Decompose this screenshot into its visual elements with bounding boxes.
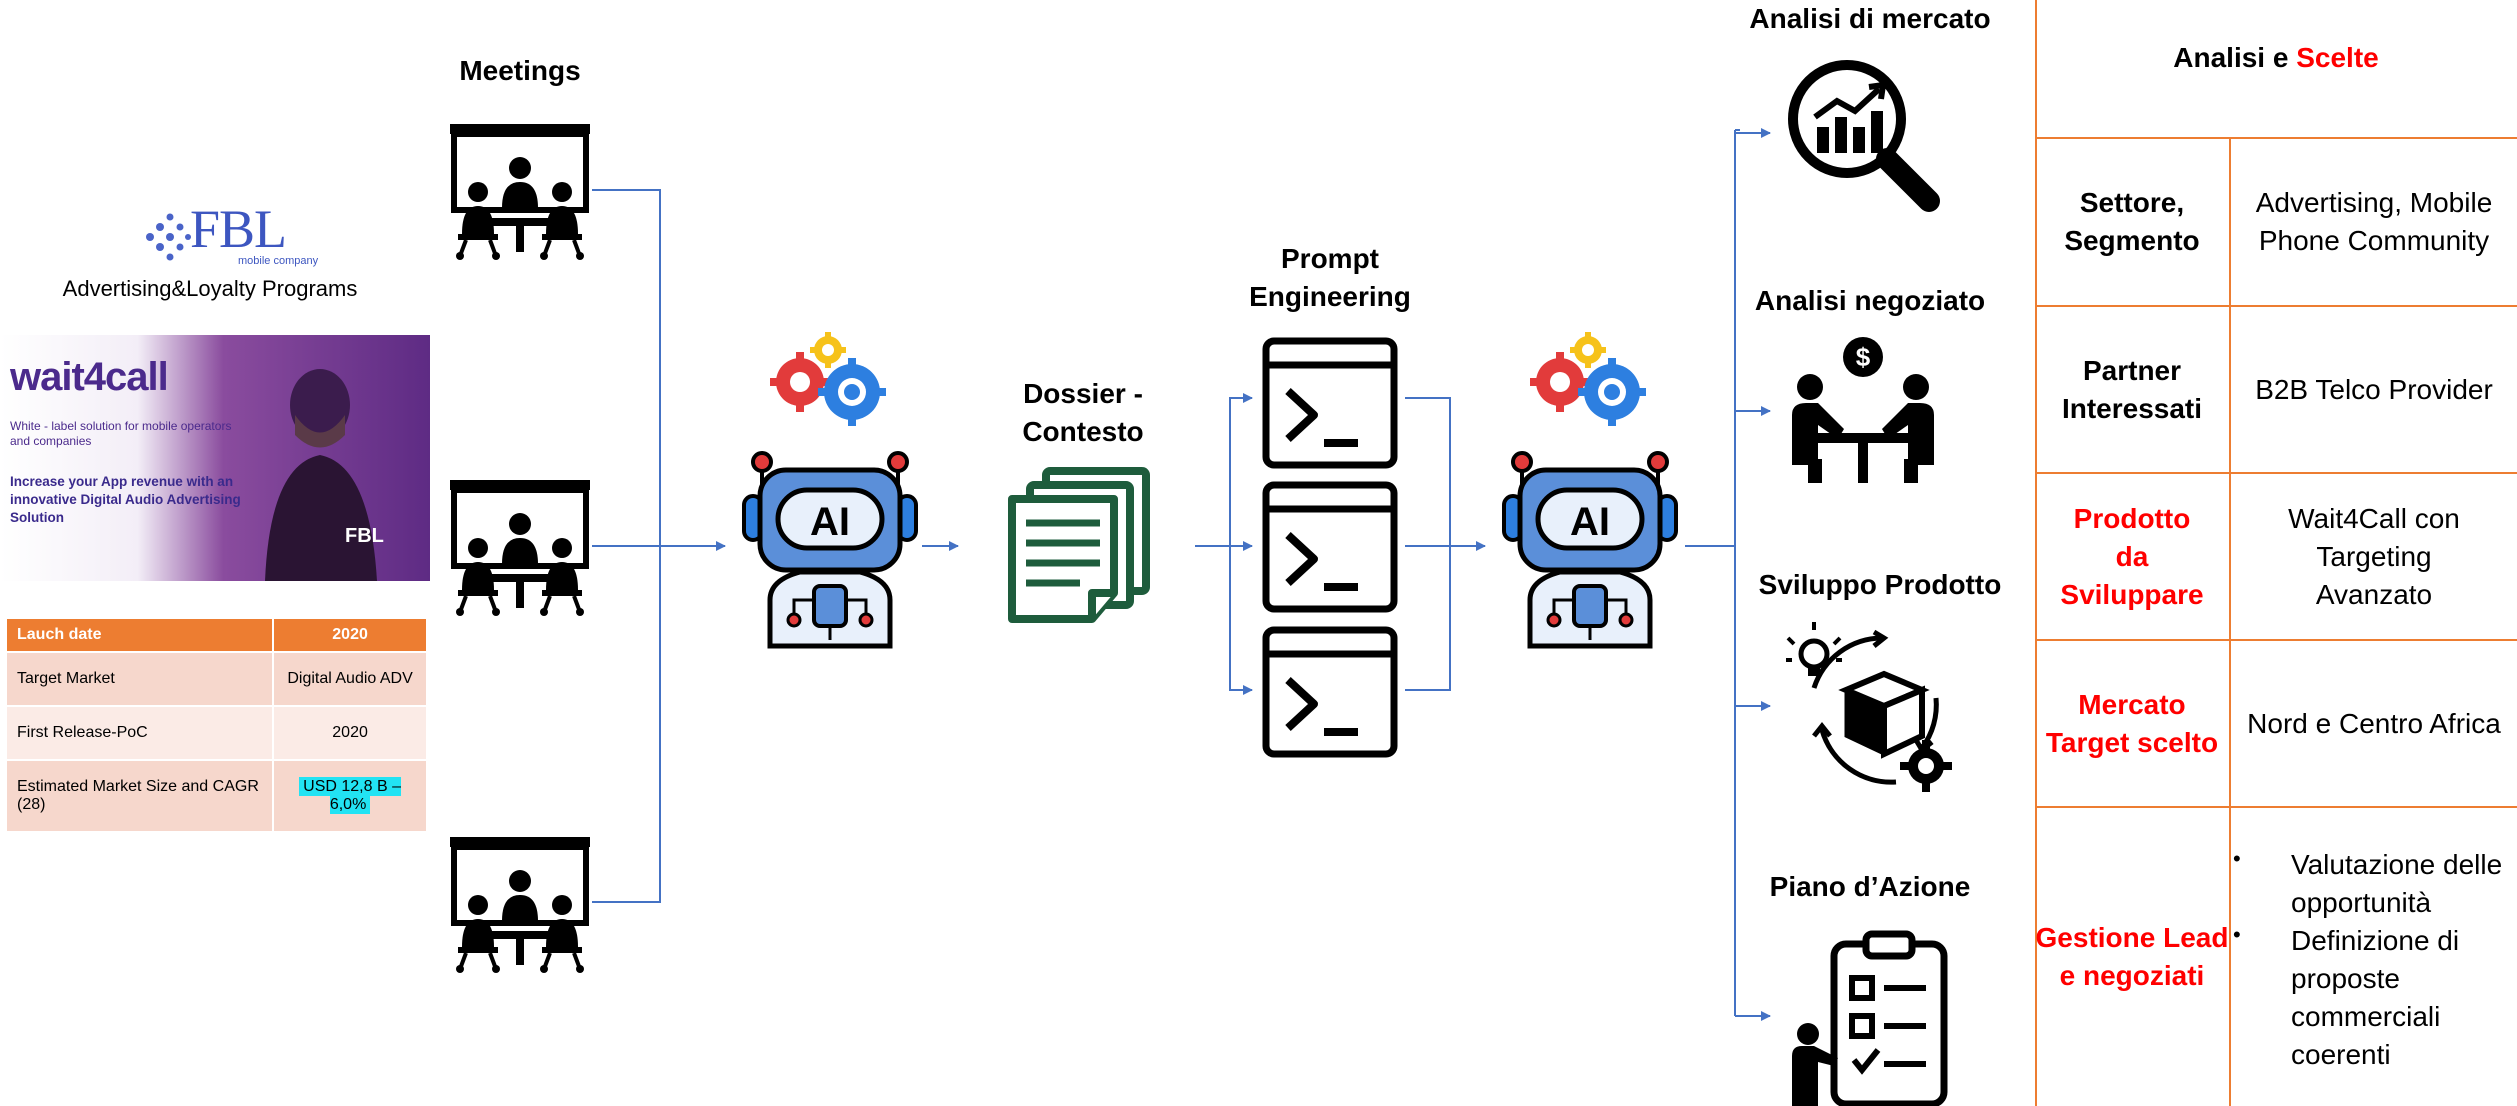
table-cell: 2020 [272,705,428,761]
title-part1: Analisi e [2173,42,2297,73]
table-header-cell: Lauch date [4,617,275,653]
analysis-table-title: Analisi e Scelte [2035,30,2517,86]
row-label-settore: Settore, Segmento [2064,187,2200,256]
banner-fbl-logo: FBL [345,525,384,547]
terminal-icon [1262,626,1398,758]
documents-icon [1008,467,1150,623]
ai-text: AI [1570,500,1610,544]
bullet-list: Valutazione delle opportunità Definizion… [2231,840,2517,1074]
negotiation-icon: $ [1792,337,1934,483]
row-value-settore: Advertising, Mobile Phone Community [2255,187,2493,256]
row-value-partner: B2B Telco Provider [2255,373,2493,405]
market-analysis-icon [1788,60,1940,212]
table-row: Target Market Digital Audio ADV [4,651,428,707]
meetings-label: Meetings [459,55,581,86]
row-value-mercato: Nord e Centro Africa [2247,707,2501,739]
logo-text: FBL [190,199,287,259]
row-value-gestione: Valutazione delle opportunità Definizion… [2231,808,2517,1076]
fbl-logo-icon [146,213,191,261]
output-label-product: Sviluppo Prodotto [1758,569,2002,600]
wait4call-logo: wait4call [10,355,169,399]
banner-description: White - label solution for mobile operat… [10,419,232,448]
logo-tagline: mobile company [238,255,319,267]
output-label-plan: Piano d’Azione [1769,871,1971,902]
action-plan-icon [1792,930,1948,1106]
output-label-negotiation: Analisi negoziato [1754,285,1986,316]
ai-text: AI [810,500,850,544]
product-development-icon [1786,622,1952,792]
terminal-icon [1262,337,1398,469]
product-info-table: Lauch date 2020 Target Market Digital Au… [4,617,428,833]
table-cell: Target Market [4,651,275,707]
gears-icon [1530,332,1646,426]
gears-icon [770,332,886,426]
table-cell: Estimated Market Size and CAGR (28) [4,759,275,833]
row-label-partner: Partner Interessati [2061,354,2203,424]
table-row: First Release-PoC 2020 [4,705,428,761]
table-row: Estimated Market Size and CAGR (28) USD … [4,759,428,833]
robot-icon [742,451,918,649]
meeting-icon [450,124,590,260]
list-item: Definizione di proposte commerciali coer… [2233,916,2517,1074]
robot-icon [1502,451,1678,649]
title-part2: Scelte [2296,42,2379,73]
brand-subtitle: Advertising&Loyalty Programs [62,276,358,301]
analysis-table: Analisi e Scelte Settore, Segmento Adver… [2035,0,2517,1106]
meeting-icon [450,837,590,973]
meeting-icon [450,480,590,616]
table-cell: Digital Audio ADV [272,651,428,707]
banner-cta: Increase your App revenue with an innova… [10,474,241,525]
output-label-market: Analisi di mercato [1749,3,1991,34]
terminal-icon [1262,481,1398,613]
prompt-label: Prompt Engineering [1249,243,1411,312]
wait4call-banner: wait4call White - label solution for mob… [0,335,430,581]
row-label-mercato: Mercato Target scelto [2045,688,2219,758]
ai-robot-right: AI [1500,330,1680,650]
table-header-cell: 2020 [272,617,428,653]
dossier-label: Dossier - Contesto [1022,378,1144,447]
person-silhouette-icon [265,369,377,581]
row-label-gestione: Gestione Lead e negoziati [2035,922,2229,991]
table-cell: First Release-PoC [4,705,275,761]
svg-text:$: $ [1856,342,1871,372]
ai-robot-left: AI [740,330,920,650]
row-label-prodotto: Prodotto da Sviluppare [2060,502,2204,610]
row-value-prodotto: Wait4Call con Targeting Avanzato [2288,502,2460,610]
list-item: Valutazione delle opportunità [2233,840,2517,922]
